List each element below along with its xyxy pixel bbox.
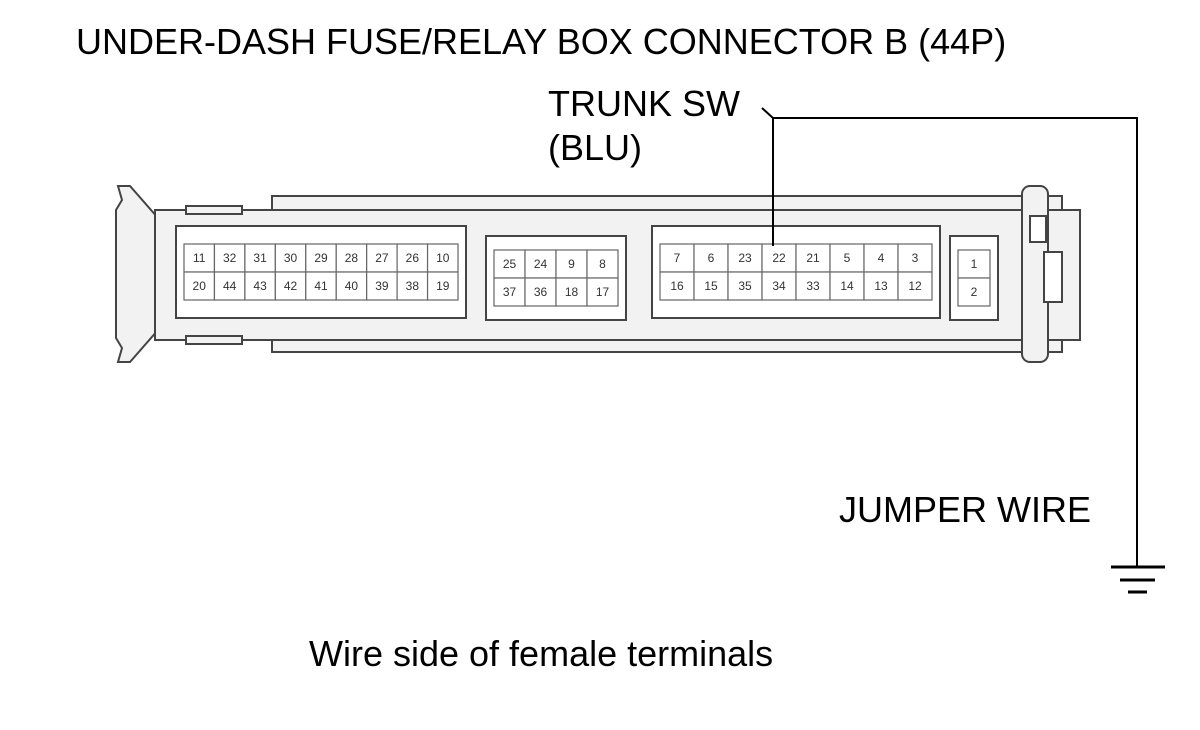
terminal-cavity	[795, 271, 831, 301]
terminal-number: 31	[253, 251, 267, 265]
terminal-group-1: 11 32 31 30 29 28 27 26 10 20 44 43 42 41 40 39 38 19	[175, 225, 467, 319]
ground-icon	[1111, 565, 1165, 594]
terminal-cavity	[213, 243, 246, 273]
terminal-cavity	[727, 243, 763, 273]
terminal-number: 20	[193, 279, 207, 293]
terminal-number: 9	[568, 257, 575, 271]
terminal-number: 34	[772, 279, 786, 293]
terminal-cavity	[897, 243, 933, 273]
terminal-number: 29	[314, 251, 328, 265]
caption: Wire side of female terminals	[309, 633, 774, 674]
terminal-number: 21	[806, 251, 820, 265]
terminal-number: 30	[284, 251, 298, 265]
terminal-number: 23	[738, 251, 752, 265]
terminal-number: 39	[375, 279, 389, 293]
terminal-number: 22	[772, 251, 786, 265]
trunk-label-leader	[761, 107, 774, 119]
terminal-cavity	[426, 271, 459, 301]
terminal-cavity	[957, 249, 991, 279]
terminal-number: 32	[223, 251, 237, 265]
terminal-number: 40	[345, 279, 359, 293]
terminal-number: 16	[670, 279, 684, 293]
jumper-wire-line	[772, 117, 1138, 566]
terminal-number: 4	[878, 251, 885, 265]
jumper-wire-label: JUMPER WIRE	[839, 489, 1091, 530]
terminal-cavity	[183, 243, 216, 273]
terminal-number: 43	[253, 279, 267, 293]
terminal-cavity	[183, 271, 216, 301]
terminal-cavity	[897, 271, 933, 301]
terminal-number: 8	[599, 257, 606, 271]
terminal-number: 38	[406, 279, 420, 293]
terminal-cavity	[493, 249, 526, 279]
terminal-number: 11	[193, 251, 206, 265]
terminal-number: 6	[708, 251, 715, 265]
terminal-number: 15	[704, 279, 718, 293]
terminal-cavity	[335, 243, 368, 273]
terminal-number: 7	[674, 251, 681, 265]
terminal-number: 33	[806, 279, 820, 293]
left-latch	[115, 185, 159, 363]
housing-top-rail	[271, 195, 1063, 211]
right-lock-bar	[1043, 251, 1063, 303]
terminal-cavity	[829, 243, 865, 273]
terminal-cavity	[586, 277, 619, 307]
housing-bottom-rail	[271, 339, 1063, 353]
terminal-number: 13	[874, 279, 888, 293]
terminal-group-3: 7 6 23 22 21 5 4 3 16 15 35 34 33 14 13 12	[651, 225, 941, 319]
right-lock-slot	[1029, 215, 1047, 243]
terminal-number: 27	[375, 251, 389, 265]
terminal-number: 10	[436, 251, 450, 265]
terminal-cavity	[693, 243, 729, 273]
terminal-number: 36	[534, 285, 548, 299]
terminal-number: 19	[436, 279, 450, 293]
terminal-number: 17	[596, 285, 610, 299]
terminal-cavity	[957, 277, 991, 307]
terminal-number: 44	[223, 279, 237, 293]
housing-top-tab	[185, 205, 243, 215]
terminal-number: 2	[971, 285, 978, 299]
terminal-number: 24	[534, 257, 548, 271]
terminal-cavity	[586, 249, 619, 279]
terminal-number: 12	[908, 279, 922, 293]
terminal-number: 14	[840, 279, 854, 293]
trunk-sw-wire-color: (BLU)	[548, 127, 643, 168]
terminal-cavity	[659, 271, 695, 301]
terminal-number: 42	[284, 279, 298, 293]
terminal-number: 25	[503, 257, 517, 271]
terminal-number: 37	[503, 285, 517, 299]
terminal-cavity	[761, 271, 797, 301]
terminal-cavity	[366, 243, 398, 273]
terminal-cavity	[863, 271, 899, 301]
terminal-number: 41	[314, 279, 328, 293]
terminal-cavity	[727, 271, 763, 301]
jumper-wire	[761, 107, 1138, 566]
terminal-cavity	[693, 271, 729, 301]
terminal-cavity	[213, 271, 246, 301]
terminal-number: 35	[738, 279, 752, 293]
terminal-number: 28	[345, 251, 359, 265]
trunk-sw-label: TRUNK SW	[548, 83, 740, 124]
housing-bottom-tab	[185, 335, 243, 345]
terminal-cavity	[524, 277, 557, 307]
terminal-cavity	[366, 271, 398, 301]
terminal-number: 18	[565, 285, 579, 299]
terminal-cavity	[396, 271, 429, 301]
terminal-cavity	[659, 243, 695, 273]
terminal-group-4: 12	[949, 235, 999, 321]
terminal-group-2: 25 24 9 8 37 36 18 17	[485, 235, 627, 321]
terminal-number: 5	[844, 251, 851, 265]
terminal-number: 26	[406, 251, 420, 265]
terminal-number: 3	[912, 251, 919, 265]
terminal-cavity	[524, 249, 557, 279]
terminal-cavity	[244, 271, 276, 301]
terminal-number: 1	[971, 257, 978, 271]
diagram-title: UNDER-DASH FUSE/RELAY BOX CONNECTOR B (4…	[76, 21, 1007, 62]
